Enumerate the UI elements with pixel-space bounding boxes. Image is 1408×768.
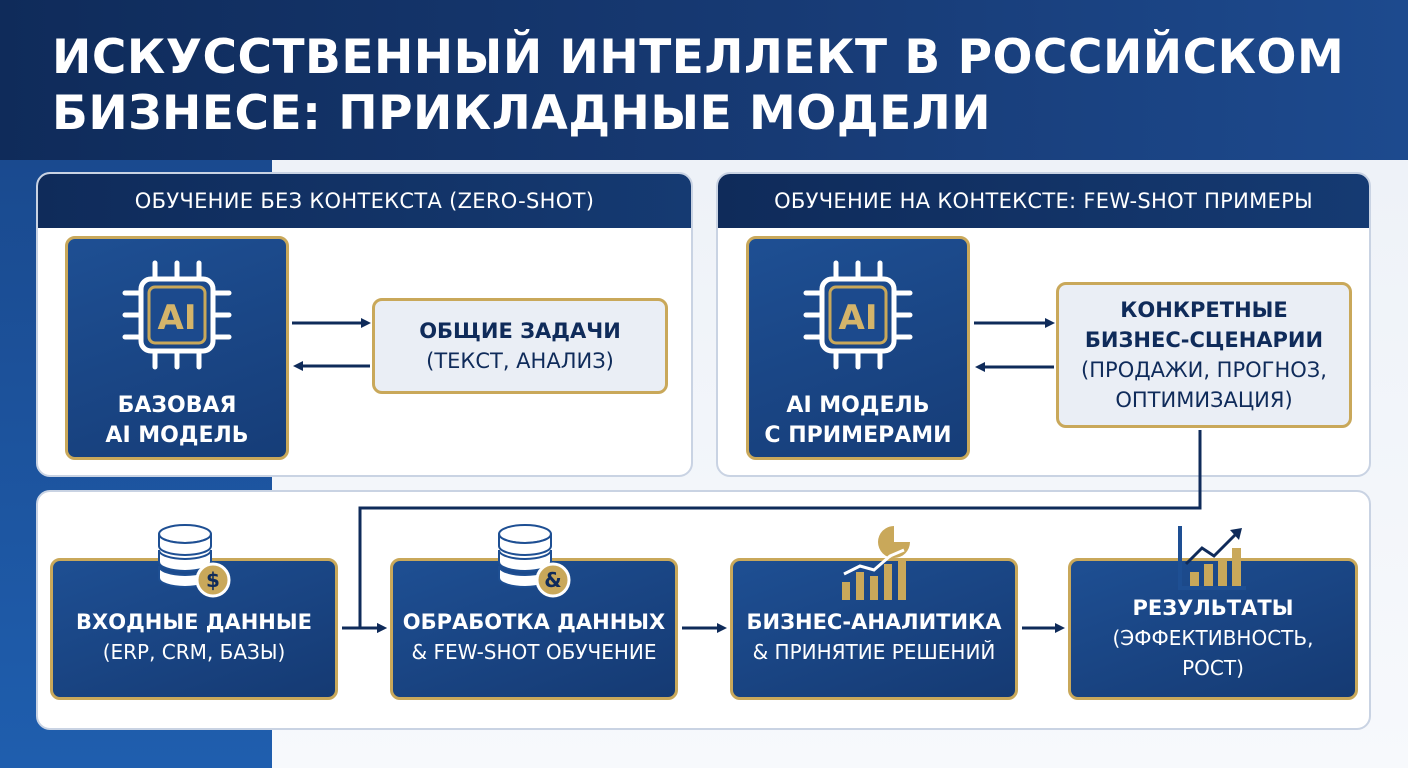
- flow-step-subtitle: (ЭФФЕКТИВНОСТЬ,: [1112, 626, 1314, 650]
- business-scenarios-subtitle-line-2: ОПТИМИЗАЦИЯ): [1115, 388, 1293, 412]
- flow-step-subtitle: & FEW-SHOT ОБУЧЕНИЕ: [411, 640, 657, 664]
- page-title: ИСКУССТВЕННЫЙ ИНТЕЛЛЕКТ В РОССИЙСКОМ БИЗ…: [52, 30, 1372, 142]
- flow-step-title: ОБРАБОТКА ДАННЫХ: [402, 610, 666, 634]
- ai-chip-icon: AI: [122, 260, 232, 370]
- general-tasks-title: ОБЩИЕ ЗАДАЧИ: [419, 319, 621, 343]
- flow-step-subtitle: & ПРИНЯТИЕ РЕШЕНИЙ: [752, 640, 996, 664]
- flow-step-title: ВХОДНЫЕ ДАННЫЕ: [76, 610, 312, 634]
- zero-shot-heading: ОБУЧЕНИЕ БЕЗ КОНТЕКСТА (ZERO-SHOT): [38, 174, 691, 228]
- general-tasks-subtitle: (ТЕКСТ, АНАЛИЗ): [426, 349, 614, 373]
- header-banner: ИСКУССТВЕННЫЙ ИНТЕЛЛЕКТ В РОССИЙСКОМ БИЗ…: [0, 0, 1408, 160]
- general-tasks-box: ОБЩИЕ ЗАДАЧИ (ТЕКСТ, АНАЛИЗ): [372, 298, 668, 394]
- database-dollar-icon: $: [158, 524, 231, 598]
- flow-step-subtitle-line-2: РОСТ): [1182, 656, 1244, 680]
- base-ai-model-card: AI БАЗОВАЯ AI МОДЕЛЬ: [65, 236, 289, 460]
- business-scenarios-subtitle-line-1: (ПРОДАЖИ, ПРОГНОЗ,: [1081, 358, 1327, 382]
- ai-chip-icon: AI: [803, 260, 913, 370]
- title-line-1: ИСКУССТВЕННЫЙ ИНТЕЛЛЕКТ В РОССИЙСКОМ: [52, 30, 1345, 85]
- ai-model-with-examples-card: AI AI МОДЕЛЬ С ПРИМЕРАМИ: [746, 236, 970, 460]
- base-model-label-line-2: AI МОДЕЛЬ: [105, 423, 249, 448]
- growth-chart-icon: [1178, 526, 1246, 590]
- business-scenarios-title-line-2: БИЗНЕС-СЦЕНАРИИ: [1084, 328, 1324, 352]
- svg-text:AI: AI: [158, 298, 197, 338]
- svg-text:$: $: [206, 568, 220, 592]
- svg-text:AI: AI: [839, 298, 878, 338]
- svg-text:&: &: [544, 568, 561, 592]
- arrow-scenarios-to-flow: [358, 430, 1202, 633]
- flow-step-subtitle: (ERP, CRM, БАЗЫ): [102, 640, 286, 664]
- examples-model-label-line-1: AI МОДЕЛЬ: [786, 393, 930, 418]
- base-model-label-line-1: БАЗОВАЯ: [117, 393, 237, 418]
- business-scenarios-title-line-1: КОНКРЕТНЫЕ: [1120, 298, 1288, 322]
- analytics-chart-icon: [834, 524, 912, 600]
- few-shot-heading: ОБУЧЕНИЕ НА КОНТЕКСТЕ: FEW-SHOT ПРИМЕРЫ: [718, 174, 1369, 228]
- database-ampersand-icon: &: [498, 524, 571, 598]
- title-line-2: БИЗНЕСЕ: ПРИКЛАДНЫЕ МОДЕЛИ: [52, 86, 992, 141]
- business-scenarios-box: КОНКРЕТНЫЕ БИЗНЕС-СЦЕНАРИИ (ПРОДАЖИ, ПРО…: [1056, 282, 1352, 428]
- flow-step-title: РЕЗУЛЬТАТЫ: [1132, 596, 1294, 620]
- examples-model-label-line-2: С ПРИМЕРАМИ: [764, 423, 952, 448]
- flow-step-title: БИЗНЕС-АНАЛИТИКА: [746, 610, 1002, 634]
